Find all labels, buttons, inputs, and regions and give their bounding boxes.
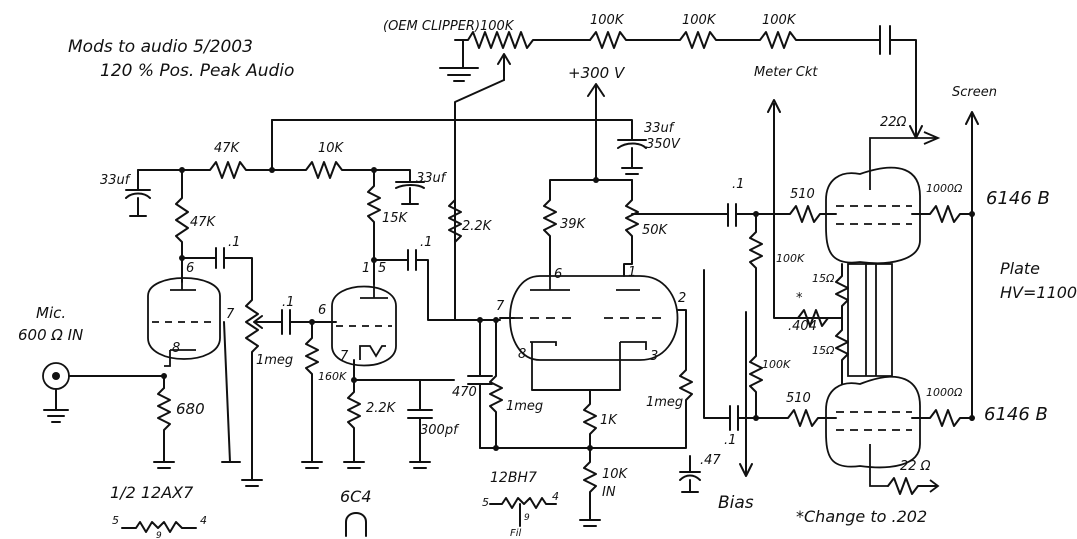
r-22k-plate-label: 2.2K <box>462 219 493 234</box>
heater-9-a: 9 <box>156 531 162 539</box>
change-note: *Change to .202 <box>796 507 927 526</box>
title-note-line2: 120 % Pos. Peak Audio <box>100 61 294 81</box>
c-01-a-label: .1 <box>228 235 240 250</box>
r-10k-series-label: 10K <box>318 141 345 156</box>
c-470-label: 470 <box>452 385 477 400</box>
r-10k-in-sub: IN <box>602 485 616 500</box>
r-10k-in-label: 10K <box>602 467 629 482</box>
r-100k-b-label: 100K <box>762 358 791 371</box>
pin8-c: 8 <box>518 347 526 362</box>
bias-feed <box>679 269 773 493</box>
tube-12ax7-label: 1/2 12AX7 <box>110 483 194 502</box>
tube-12bh7-label: 12BH7 <box>490 470 537 486</box>
r-39k-label: 39K <box>560 217 587 232</box>
r-680-label: 680 <box>176 400 205 418</box>
meter-arrow <box>767 99 843 319</box>
r-15k-plate-label: 15K <box>382 211 409 226</box>
r-top1-label: 100K <box>590 13 625 28</box>
title-note-line1: Mods to audio 5/2003 <box>68 37 253 57</box>
pin5-b: 5 <box>378 261 386 276</box>
screen-label: Screen <box>952 85 997 100</box>
c-01-e-label: .1 <box>724 433 736 448</box>
c-33uf-left-label: 33uf <box>100 173 132 188</box>
screen-arrow <box>965 111 979 421</box>
pin7-a: 7 <box>226 307 235 322</box>
r-1k-label: 1K <box>600 413 618 428</box>
meter-label: Meter Ckt <box>754 65 818 80</box>
pin6-a: 6 <box>186 261 194 276</box>
r-top3-label: 100K <box>762 13 797 28</box>
r-top2-label: 100K <box>682 13 717 28</box>
r-22k-plate <box>448 199 462 243</box>
tube-12bh7 <box>479 177 773 527</box>
c-01-d-label: .1 <box>732 177 744 192</box>
pin7-b: 7 <box>340 349 349 364</box>
b-plus-label: +300 V <box>568 64 626 82</box>
heater-5-b: 5 <box>482 496 489 509</box>
heater-sketch-12bh7 <box>489 497 557 527</box>
tube-6146-top-label: 6146 B <box>986 188 1050 209</box>
pin7-c: 7 <box>496 299 505 314</box>
heater-5-a: 5 <box>112 514 119 527</box>
r-160k-label: 160K <box>318 370 347 383</box>
c-33uf-mid-label: 33uf <box>416 171 448 186</box>
fil-label: Fil <box>510 528 522 539</box>
plate-label-line1: Plate <box>1000 259 1040 278</box>
heater-sketch-12ax7 <box>121 521 197 533</box>
heater-4-a: 4 <box>200 514 207 527</box>
pin3-c: 3 <box>650 349 658 364</box>
tube-6c4 <box>301 169 501 469</box>
r-1000-bot-label: 1000Ω <box>926 386 963 399</box>
r-22-bot-label: 22 Ω <box>900 459 931 474</box>
grid-network <box>467 317 515 451</box>
r-22-top-label: 22Ω <box>880 115 907 130</box>
c-filter-main-voltage: 350V <box>646 137 681 152</box>
heater-sketch-6c4 <box>345 512 367 537</box>
plate-label-line2: HV=1100 <box>1000 283 1077 302</box>
tube-6c4-label: 6C4 <box>340 487 372 506</box>
r-1meg-a-label: 1meg <box>506 399 543 414</box>
oem-clipper-label: (OEM CLIPPER)100K <box>383 19 515 34</box>
pin1-c: 1 <box>628 265 636 280</box>
c-filter-main-value: 33uf <box>644 121 676 136</box>
c-01-b-label: .1 <box>282 295 294 310</box>
bias-label: Bias <box>718 493 754 513</box>
tube-6146-bot-label: 6146 B <box>984 404 1048 425</box>
pin2-c: 2 <box>678 291 686 306</box>
r-404-label: .404 <box>788 319 817 334</box>
oem-clipper-pot <box>439 31 591 321</box>
pin6-b: 6 <box>318 303 326 318</box>
c-01-c-label: .1 <box>420 235 432 250</box>
r-15-a-label: 15Ω <box>812 272 835 285</box>
output-stage <box>749 131 975 495</box>
r-100k-a-label: 100K <box>776 252 805 265</box>
tube-12ax7 <box>147 169 253 367</box>
r-1meg-b-label: 1meg <box>646 395 683 410</box>
r-15-b-label: 15Ω <box>812 344 835 357</box>
mic-label-line2: 600 Ω IN <box>18 326 83 344</box>
pin8-a: 8 <box>172 341 180 356</box>
r-510-bot-label: 510 <box>786 391 811 406</box>
mic-label-line1: Mic. <box>36 304 66 322</box>
r-1000-top-label: 1000Ω <box>926 182 963 195</box>
pot-1meg-label: 1meg <box>256 353 293 368</box>
decoupling-chain <box>125 119 425 217</box>
r-510-top-label: 510 <box>790 187 815 202</box>
r-22k-cathode-label: 2.2K <box>366 401 397 416</box>
c-300pf-label: 300pf <box>420 423 460 438</box>
r-star-label: * <box>796 291 803 306</box>
pin1-b: 1 <box>362 261 370 276</box>
c-47-label: .47 <box>700 453 721 468</box>
top-resistors <box>589 25 923 139</box>
volume-pot <box>221 289 317 487</box>
mic-input <box>42 362 175 469</box>
heater-9-b: 9 <box>524 513 530 523</box>
r-47k-plate-label: 47K <box>190 215 217 230</box>
b-plus-supply <box>271 83 647 181</box>
heater-4-b: 4 <box>552 490 559 503</box>
pin6-c: 6 <box>554 267 562 282</box>
r-50k-label: 50K <box>642 223 669 238</box>
r-47k-series-label: 47K <box>214 141 241 156</box>
